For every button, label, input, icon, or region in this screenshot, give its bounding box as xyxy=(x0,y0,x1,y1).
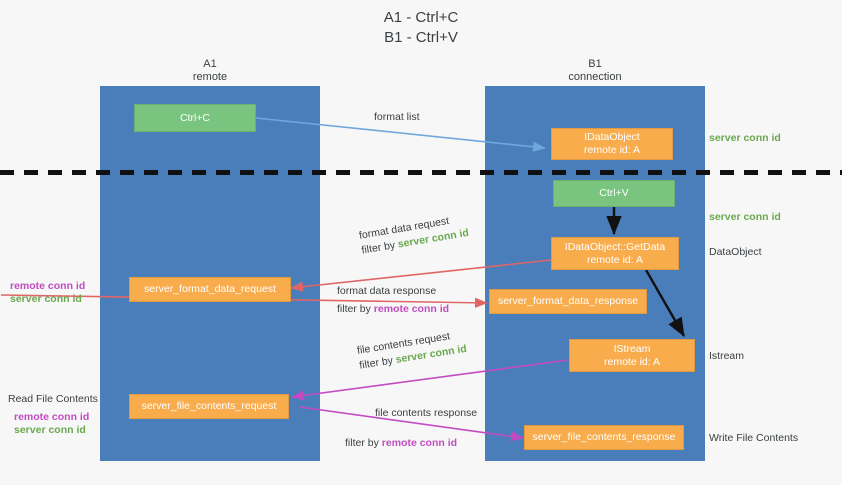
edge-label-format-data-response-filter: filter by remote conn id xyxy=(337,302,449,317)
filter-value-remote-conn-id-2: remote conn id xyxy=(381,437,458,449)
box-ctrl-c[interactable]: Ctrl+C xyxy=(134,104,256,132)
box-server-file-contents-response[interactable]: server_file_contents_response xyxy=(524,425,684,450)
lane-header-a1-sub: remote xyxy=(192,71,228,83)
filter-value-remote-conn-id-1: remote conn id xyxy=(373,303,450,315)
box-idataobject-getdata[interactable]: IDataObject::GetData remote id: A xyxy=(551,237,679,270)
page-title: A1 - Ctrl+C B1 - Ctrl+V xyxy=(383,9,459,46)
lane-header-b1: B1 connection xyxy=(485,58,705,84)
edge-label-format-list: format list xyxy=(374,111,420,123)
filter-prefix-4: filter by xyxy=(345,437,382,449)
lane-header-b1-name: B1 xyxy=(588,58,602,70)
box-istream[interactable]: IStream remote id: A xyxy=(569,339,695,372)
label-server-conn-id-mid: server conn id xyxy=(709,211,781,223)
label-server-conn-id-2: server conn id xyxy=(14,424,86,436)
label-server-conn-id-top: server conn id xyxy=(709,132,781,144)
box-ctrl-v[interactable]: Ctrl+V xyxy=(553,180,675,207)
box-idataobject[interactable]: IDataObject remote id: A xyxy=(551,128,673,160)
edge-label-format-data-response: format data response filter by remote co… xyxy=(337,284,449,317)
edge-label-format-data-request: format data request filter by server con… xyxy=(358,211,470,259)
lane-header-b1-sub: connection xyxy=(568,71,622,83)
box-server-format-data-request[interactable]: server_format_data_request xyxy=(129,277,291,302)
label-remote-conn-id-1: remote conn id xyxy=(10,280,86,292)
box-server-format-data-response[interactable]: server_format_data_response xyxy=(489,289,647,314)
edge-label-file-contents-response-title: file contents response xyxy=(375,407,478,419)
edge-label-file-contents-request: file contents request filter by server c… xyxy=(356,327,468,374)
lane-header-a1: A1 remote xyxy=(100,58,320,84)
label-read-file-contents: Read File Contents xyxy=(8,393,98,405)
edge-label-format-data-response-title: format data response xyxy=(337,285,437,297)
label-server-conn-id-1: server conn id xyxy=(10,293,82,305)
box-server-file-contents-request[interactable]: server_file_contents_request xyxy=(129,394,289,419)
label-remote-conn-id-2: remote conn id xyxy=(14,411,90,423)
lane-header-a1-name: A1 xyxy=(203,58,217,70)
label-istream: Istream xyxy=(709,350,745,362)
edge-label-file-contents-response: file contents response filter by remote … xyxy=(345,406,477,451)
phase-divider xyxy=(0,170,842,175)
label-write-file-contents: Write File Contents xyxy=(709,432,799,444)
filter-prefix-2: filter by xyxy=(337,303,374,315)
edge-label-file-contents-response-filter: filter by remote conn id xyxy=(345,436,477,451)
label-dataobject: DataObject xyxy=(709,246,762,258)
